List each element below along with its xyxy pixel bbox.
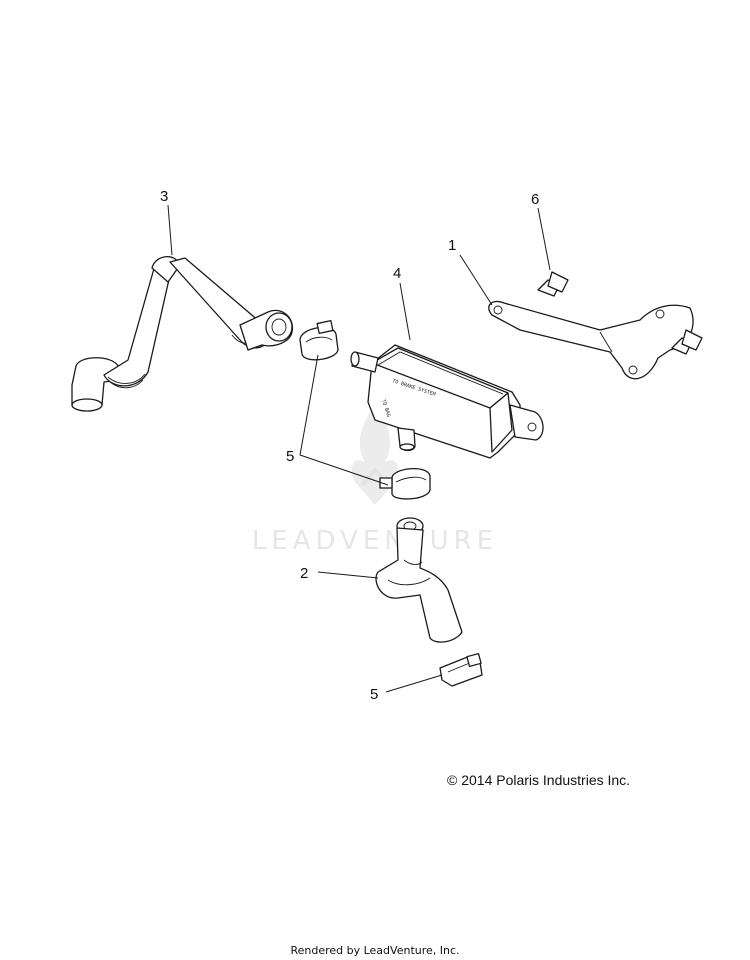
callout-2: 2 (300, 565, 308, 582)
footer-rendered-by: Rendered by LeadVenture, Inc. (290, 944, 460, 957)
part-1-bracket (488, 300, 694, 380)
leader-4 (399, 282, 411, 341)
part-5-clamp-lower (439, 652, 483, 687)
part-5-clamp-middle (379, 468, 431, 500)
leader-2 (317, 571, 379, 579)
leader-3 (167, 204, 173, 256)
part-4-reservoir: TO BRAKE SYSTEM TO BAG (350, 344, 544, 459)
callout-1: 1 (448, 237, 456, 254)
callout-6: 6 (531, 191, 539, 208)
leader-5-middle (299, 454, 389, 486)
part-6-push-rivet-lower (671, 329, 703, 355)
leader-6 (537, 207, 551, 271)
reservoir-label-bag: TO BAG (380, 399, 391, 418)
part-3-hose (71, 256, 294, 412)
leader-lines (167, 204, 551, 693)
callout-4: 4 (393, 265, 401, 282)
part-5-clamp-upper (299, 320, 339, 361)
callout-5-upper: 5 (286, 448, 294, 465)
callout-5-lower: 5 (370, 686, 378, 703)
leader-5-upper (299, 354, 319, 456)
copyright-text: © 2014 Polaris Industries Inc. (447, 772, 631, 788)
callout-3: 3 (160, 188, 168, 205)
leader-1 (459, 254, 493, 306)
watermark: LEADVENTURE (252, 405, 498, 556)
callouts: 3 6 1 4 5 2 5 (160, 188, 539, 703)
watermark-text: LEADVENTURE (252, 526, 498, 556)
part-6-push-rivet-upper (537, 271, 569, 297)
part-2-hose (375, 517, 463, 643)
leader-5-lower (385, 674, 443, 693)
